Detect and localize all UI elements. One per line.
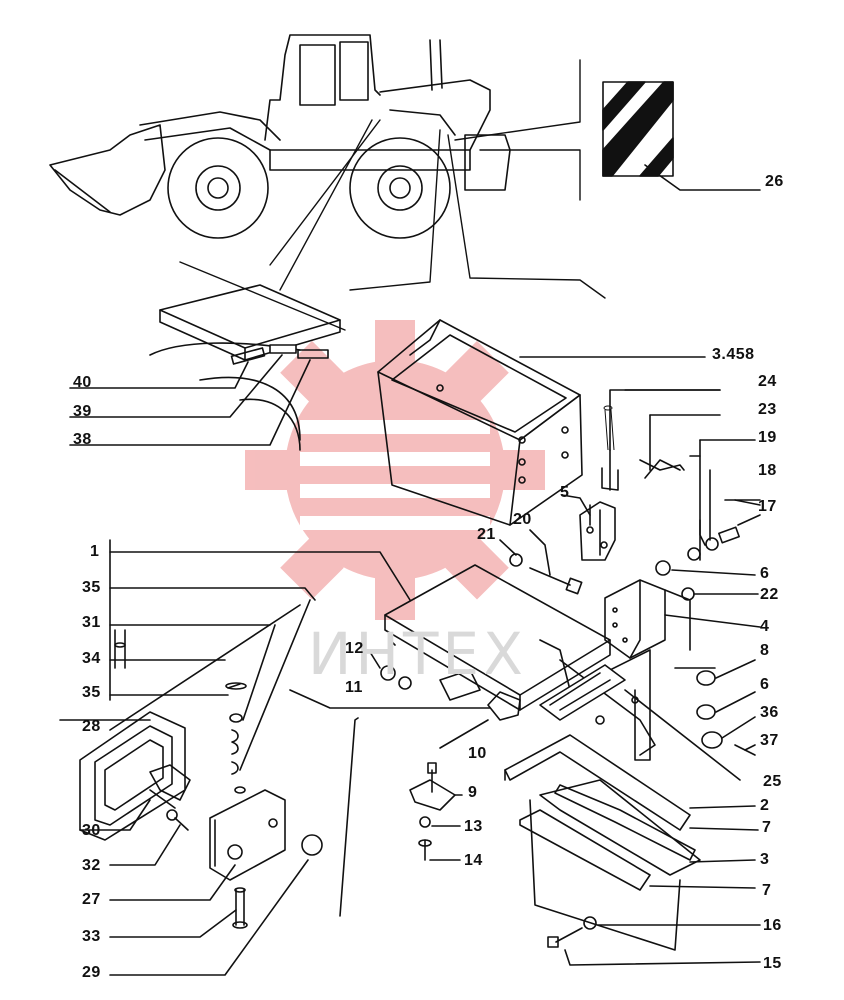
- callout-13: 13: [464, 818, 483, 835]
- callout-30: 30: [82, 822, 101, 839]
- callout-40: 40: [73, 374, 92, 391]
- callout-27: 27: [82, 891, 101, 908]
- callout-19: 19: [758, 429, 777, 446]
- wheel-loader-illustration: [49, 34, 511, 239]
- callout-5: 5: [560, 484, 570, 501]
- callout-15: 15: [763, 955, 782, 972]
- left-leader-lines: [109, 539, 491, 917]
- nuts-11-12: [369, 651, 412, 690]
- hardware-17-19: [655, 439, 761, 601]
- plates-2-3-7: [504, 734, 759, 951]
- callout-31: 31: [82, 614, 101, 631]
- callout-35a: 35: [82, 579, 101, 596]
- callout-14: 14: [464, 852, 483, 869]
- callout-9: 9: [468, 784, 478, 801]
- upper-right-leaders: [624, 389, 761, 501]
- machine-leader-lines: [179, 59, 606, 331]
- bolt-15: [547, 916, 761, 966]
- callout-39: 39: [73, 403, 92, 420]
- lock-27: [109, 789, 286, 901]
- reflector-detail: [69, 284, 341, 451]
- callout-7a: 7: [762, 819, 772, 836]
- callout-8: 8: [760, 642, 770, 659]
- battery-box: [377, 319, 706, 526]
- callout-16: 16: [763, 917, 782, 934]
- latch-10: [409, 691, 521, 811]
- callout-35b: 35: [82, 684, 101, 701]
- callout-36: 36: [760, 704, 779, 721]
- callout-34: 34: [82, 650, 101, 667]
- callout-29: 29: [82, 964, 101, 981]
- callout-12: 12: [345, 640, 364, 657]
- callout-38: 38: [73, 431, 92, 448]
- callout-22: 22: [760, 586, 779, 603]
- bracket-4: [604, 579, 761, 659]
- reflector-25: [539, 664, 741, 781]
- callout-7b: 7: [762, 882, 772, 899]
- callout-10: 10: [468, 745, 487, 762]
- callout-4: 4: [760, 618, 770, 635]
- callout-2: 2: [760, 797, 770, 814]
- knob-29: [109, 834, 323, 976]
- callout-3458: 3.458: [712, 346, 755, 363]
- watermark-inner: [300, 420, 490, 530]
- callout-33: 33: [82, 928, 101, 945]
- gasket-28: [59, 711, 191, 841]
- springs-31-35: [114, 629, 247, 794]
- pin-33: [109, 887, 248, 938]
- callout-3: 3: [760, 851, 770, 868]
- warning-stripe-sign: [602, 81, 761, 191]
- callout-20: 20: [513, 511, 532, 528]
- callout-28: 28: [82, 718, 101, 735]
- callout-23: 23: [758, 401, 777, 418]
- callout-11: 11: [345, 679, 363, 696]
- callout-26: 26: [765, 173, 784, 190]
- callout-24: 24: [758, 373, 777, 390]
- callout-1: 1: [90, 543, 100, 560]
- callout-18: 18: [758, 462, 777, 479]
- callout-32: 32: [82, 857, 101, 874]
- bolt-20: [499, 529, 583, 595]
- mounts-8-36-37: [674, 659, 756, 756]
- callout-25: 25: [763, 773, 782, 790]
- callout-6a: 6: [760, 565, 770, 582]
- callout-37: 37: [760, 732, 779, 749]
- watermark-text: ИНТЕХ: [308, 620, 527, 688]
- callout-21: 21: [477, 526, 496, 543]
- callout-17: 17: [758, 498, 777, 515]
- callout-6b: 6: [760, 676, 770, 693]
- pin-32: [109, 824, 181, 866]
- screw-14: [418, 816, 461, 861]
